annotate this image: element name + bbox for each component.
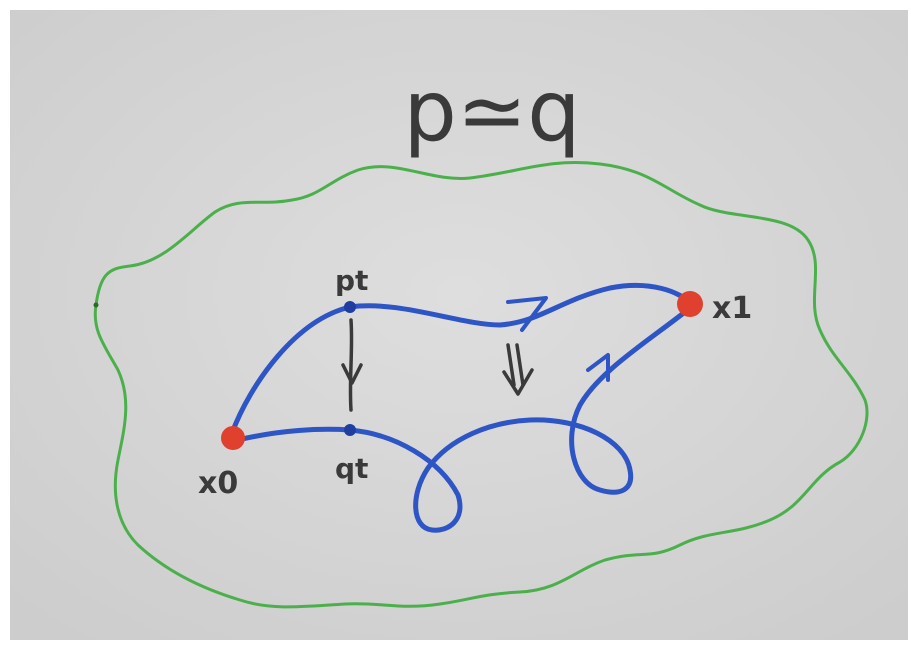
homotopy-arrow-pt-qt — [348, 318, 354, 412]
label-x0: x0 — [198, 466, 238, 501]
label-x1: x1 — [712, 291, 752, 326]
homotopy-arrowhead — [341, 363, 363, 385]
double-down-arrow-icon — [502, 343, 534, 396]
label-qt: qt — [335, 452, 368, 485]
boundary-dot — [93, 302, 99, 308]
paper-background — [10, 10, 908, 640]
path-q — [235, 305, 693, 533]
path-q-arrowhead — [586, 353, 610, 382]
space-boundary — [93, 161, 869, 609]
pt-dot — [344, 301, 356, 313]
endpoint-x1 — [677, 291, 703, 317]
qt-dot — [344, 424, 356, 436]
path-p-arrowhead — [506, 296, 548, 332]
endpoint-x0 — [221, 426, 245, 450]
path-p — [229, 282, 693, 436]
label-pt: pt — [335, 264, 368, 297]
diagram-title: p≃q — [403, 62, 580, 160]
